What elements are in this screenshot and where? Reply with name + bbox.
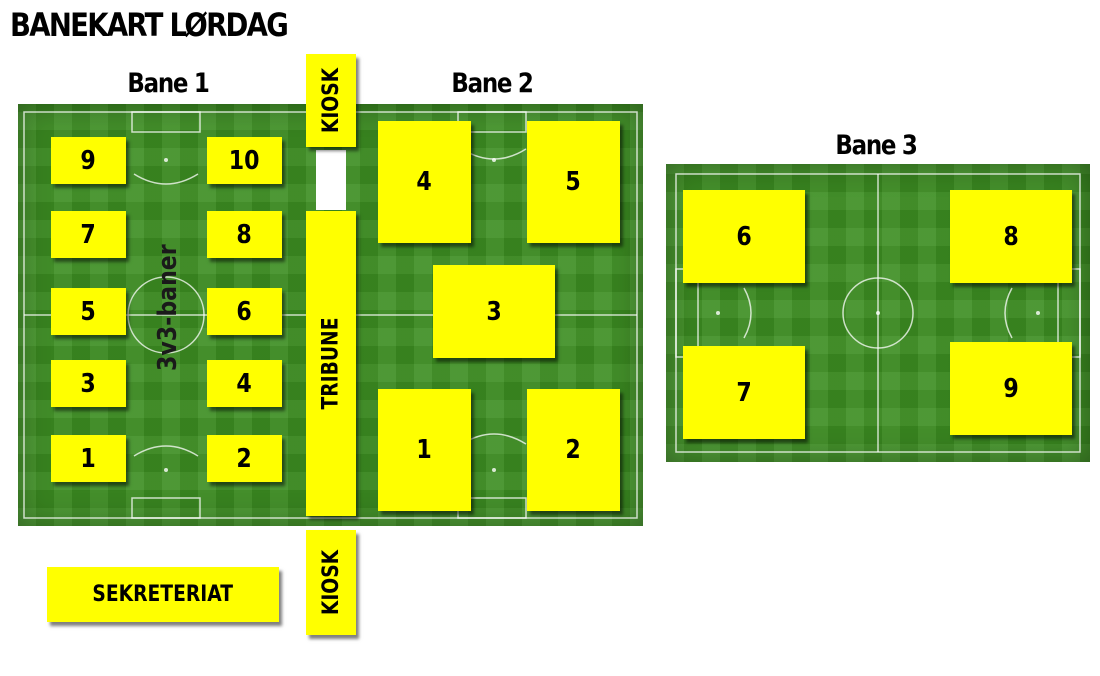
bane-2-label: Bane 2 xyxy=(451,68,533,99)
pitch-label: 9 xyxy=(1003,373,1019,404)
pitch-bane1-3[interactable]: 3 xyxy=(51,360,126,407)
pitch-bane1-1[interactable]: 1 xyxy=(51,435,126,482)
pitch-label: 1 xyxy=(80,443,97,474)
pitch-label: 1 xyxy=(416,435,433,465)
sekreteriat-label: SEKRETERIAT xyxy=(92,582,234,607)
pitch-bane2-3[interactable]: 3 xyxy=(433,265,555,358)
pitch-label: 10 xyxy=(229,145,260,176)
pitch-label: 6 xyxy=(236,296,253,327)
pitch-bane1-8[interactable]: 8 xyxy=(207,211,282,258)
tribune[interactable]: TRIBUNE xyxy=(306,211,356,516)
pitch-bane1-2[interactable]: 2 xyxy=(207,435,282,482)
pitch-label: 4 xyxy=(416,167,433,197)
kiosk-label: KIOSK xyxy=(318,67,344,134)
pitch-label: 5 xyxy=(80,296,97,327)
pitch-label: 5 xyxy=(565,167,582,197)
pitch-bane1-9[interactable]: 9 xyxy=(51,137,126,184)
walkway-gap xyxy=(316,150,346,210)
kiosk-bottom[interactable]: KIOSK xyxy=(306,530,356,635)
pitch-label: 8 xyxy=(236,219,253,250)
pitch-bane2-1[interactable]: 1 xyxy=(378,389,471,511)
bane-3-label: Bane 3 xyxy=(835,130,917,161)
pitch-bane1-5[interactable]: 5 xyxy=(51,288,126,335)
bane-1-format-label: 3v3-baner xyxy=(153,244,183,371)
pitch-bane1-10[interactable]: 10 xyxy=(207,137,282,184)
kiosk-label: KIOSK xyxy=(318,549,344,616)
pitch-bane2-5[interactable]: 5 xyxy=(527,121,620,243)
pitch-label: 2 xyxy=(236,443,253,474)
pitch-label: 6 xyxy=(736,221,752,252)
pitch-bane1-6[interactable]: 6 xyxy=(207,288,282,335)
sekreteriat[interactable]: SEKRETERIAT xyxy=(47,567,279,622)
pitch-label: 3 xyxy=(486,296,502,327)
pitch-bane3-6[interactable]: 6 xyxy=(683,190,805,283)
pitch-bane2-4[interactable]: 4 xyxy=(378,121,471,243)
pitch-label: 3 xyxy=(80,368,97,399)
pitch-bane1-7[interactable]: 7 xyxy=(51,211,126,258)
page-title: BANEKART LØRDAG xyxy=(10,6,289,44)
pitch-label: 4 xyxy=(236,368,253,399)
pitch-bane3-8[interactable]: 8 xyxy=(950,190,1072,283)
pitch-bane3-7[interactable]: 7 xyxy=(683,346,805,439)
pitch-bane1-4[interactable]: 4 xyxy=(207,360,282,407)
pitch-label: 8 xyxy=(1003,221,1019,252)
pitch-bane3-9[interactable]: 9 xyxy=(950,342,1072,435)
pitch-label: 2 xyxy=(565,435,582,465)
kiosk-top[interactable]: KIOSK xyxy=(306,54,356,147)
tribune-label: TRIBUNE xyxy=(318,317,344,410)
pitch-label: 9 xyxy=(80,145,97,176)
pitch-label: 7 xyxy=(736,377,752,408)
pitch-bane2-2[interactable]: 2 xyxy=(527,389,620,511)
field-markings xyxy=(23,111,638,519)
bane-1-label: Bane 1 xyxy=(127,68,209,99)
pitch-label: 7 xyxy=(80,219,97,250)
